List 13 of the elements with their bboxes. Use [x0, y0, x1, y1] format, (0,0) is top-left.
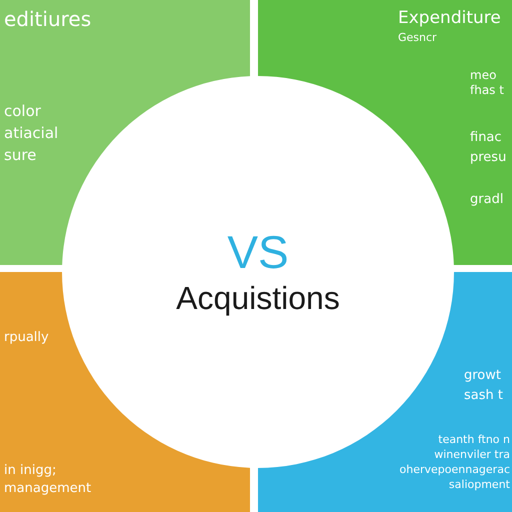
panel-text: finac presu	[470, 129, 508, 167]
panel-text: color atiacial sure	[4, 101, 60, 166]
panel-text: meo fhas t	[470, 68, 505, 98]
panel-text: Gesncr	[398, 30, 438, 46]
panel-text: gradl	[470, 191, 504, 209]
panel-heading: rpually	[4, 329, 50, 347]
panel-text: in inigg; management	[4, 462, 92, 498]
panel-heading: growt sash t	[464, 367, 504, 405]
circle-title: Acquistions	[176, 279, 340, 318]
panel-text: teanth ftno n winenviler tra ohervepoennagerac saliopment	[398, 432, 510, 492]
panel-heading: editiures	[4, 6, 92, 33]
panel-heading: Expenditure	[398, 7, 502, 30]
vs-heading: VS	[227, 226, 289, 278]
